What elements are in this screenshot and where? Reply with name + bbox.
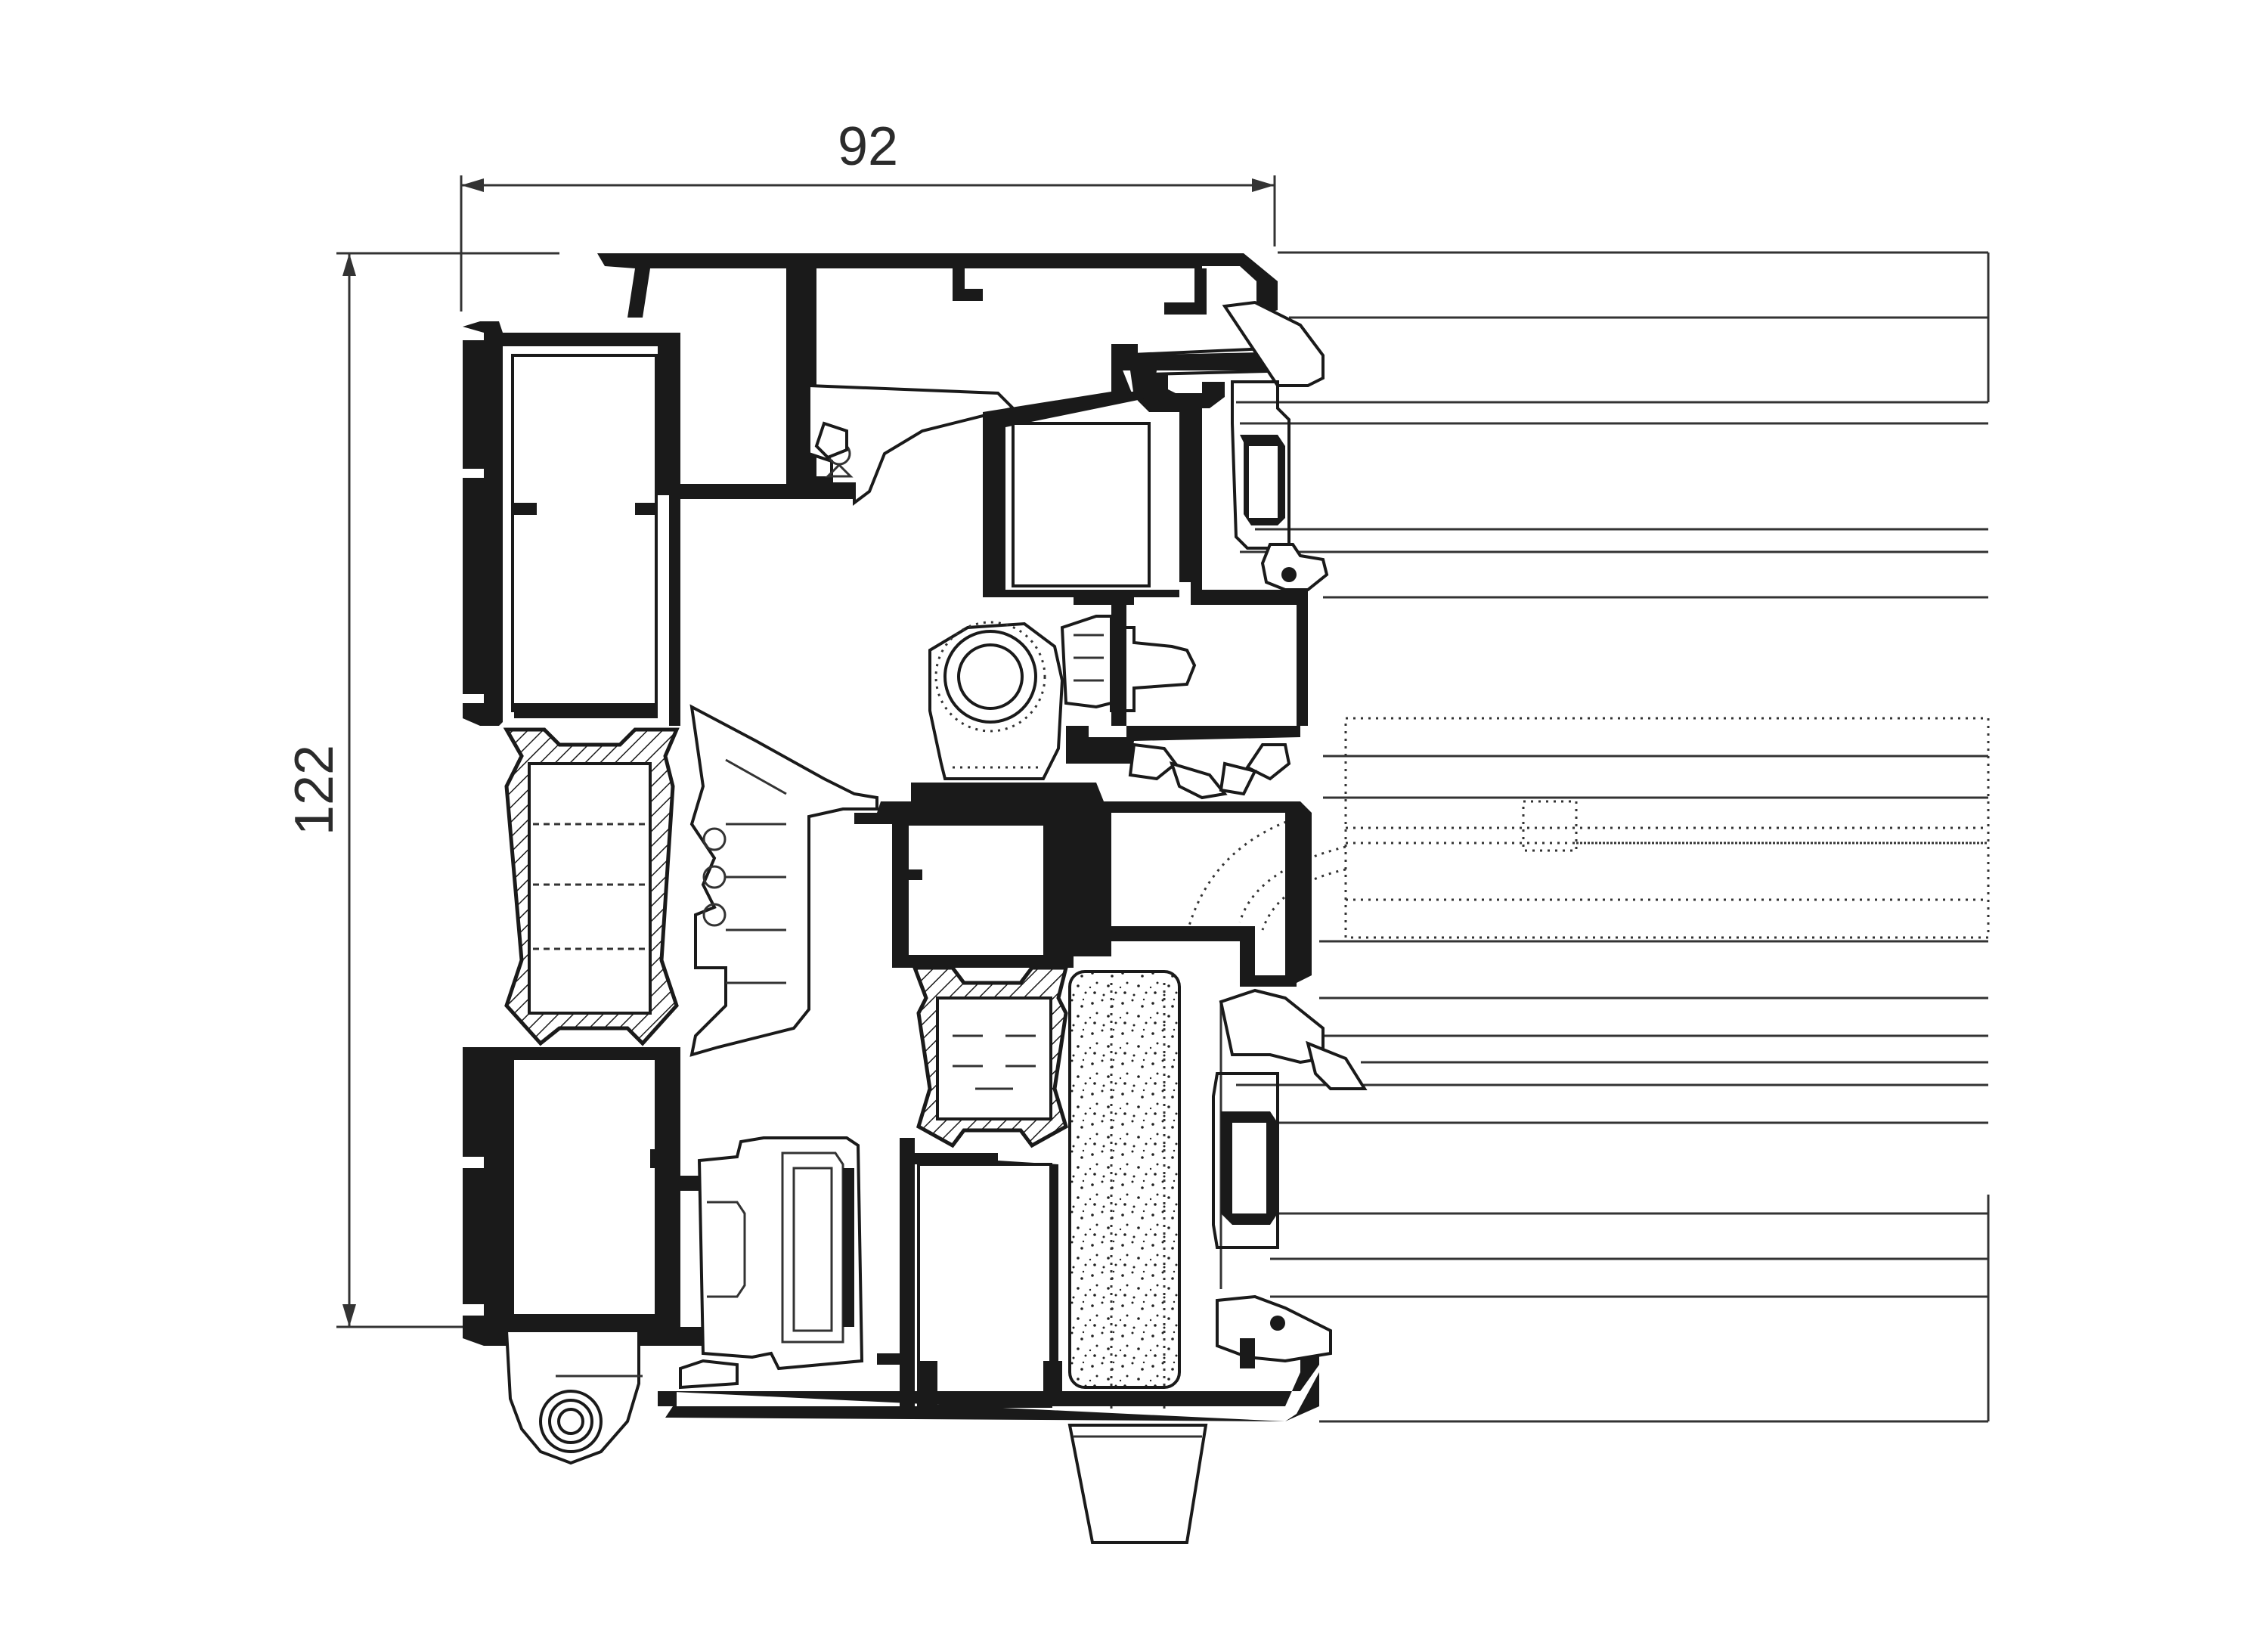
sash-lower xyxy=(854,783,1312,987)
upper-glass-spacer xyxy=(1231,380,1290,550)
height-dimension: 122 xyxy=(284,252,575,1328)
drain-plug xyxy=(1067,1424,1208,1544)
sash-bottom xyxy=(658,1138,1319,1421)
width-dimension-label: 92 xyxy=(838,116,898,177)
width-dimension: 92 xyxy=(460,116,1276,311)
sash-middle xyxy=(1066,597,1300,800)
lower-glazing-bead xyxy=(1212,988,1368,1368)
hidden-hardware-lines xyxy=(1185,717,1990,939)
thermal-break-left xyxy=(503,727,680,1046)
sash-glazing-bead xyxy=(1113,300,1325,397)
head-profile xyxy=(597,253,1278,488)
insulation-foam xyxy=(1068,970,1181,1414)
central-gasket xyxy=(689,704,878,1057)
height-dimension-label: 122 xyxy=(284,745,345,835)
upper-inner-gaskets xyxy=(814,421,1329,591)
hinge-barrel xyxy=(928,615,1197,780)
outer-frame-lower xyxy=(463,1047,730,1346)
glazing-lines xyxy=(1219,251,1990,1423)
bottom-hardware-housing xyxy=(679,1136,864,1390)
pivot-roller xyxy=(504,1329,643,1465)
thermal-break-sash xyxy=(912,965,1069,1148)
outer-frame-upper xyxy=(463,321,854,726)
